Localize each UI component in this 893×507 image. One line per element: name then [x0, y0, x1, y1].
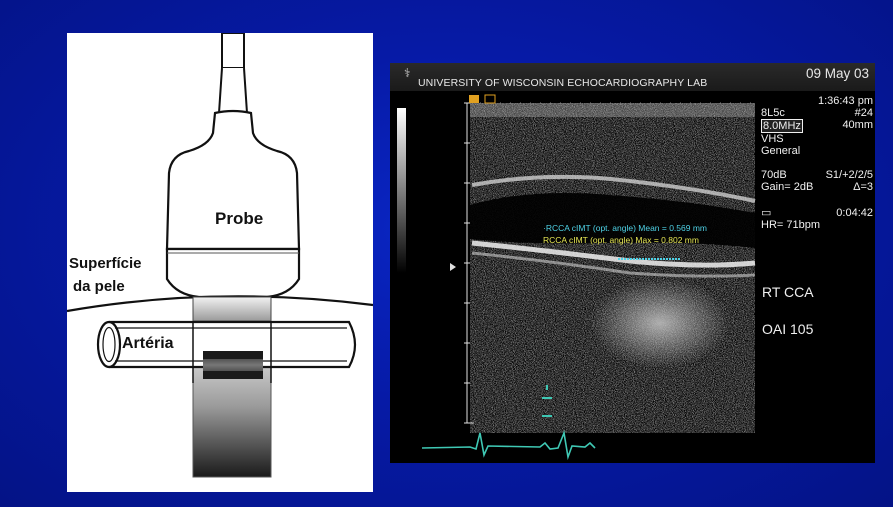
frequency: 8.0MHz — [761, 119, 803, 133]
view-label: RT CCA — [762, 284, 814, 300]
ultrasound-screen: ⚕ UNIVERSITY OF WISCONSIN ECHOCARDIOGRAP… — [390, 63, 875, 463]
skin-surface-label: Superfície — [69, 255, 142, 272]
skin-surface-label-line2: da pele — [73, 278, 125, 295]
delta-value: Δ=3 — [853, 181, 873, 193]
mode-vhs: VHS — [761, 133, 784, 145]
coupling-plate — [193, 297, 271, 321]
grayscale-bar — [397, 108, 406, 273]
ecg-trace — [422, 433, 595, 457]
dynamic-range: 70dB — [761, 169, 787, 181]
speckle-texture — [470, 103, 755, 433]
exam-date: 09 May 03 — [806, 66, 869, 81]
scan-parameters: 1:36:43 pm 8L5c #24 8.0MHz 40mm VHS Genera… — [761, 95, 873, 231]
lab-logo-icon: ⚕ — [404, 66, 411, 80]
depth: 40mm — [842, 119, 873, 133]
probe-cable — [222, 33, 244, 68]
artery-label: Artéria — [122, 335, 174, 353]
probe-diagram-panel: Probe Superfície da pele Artéria — [67, 33, 373, 492]
measurement-mean: ·RCCA cIMT (opt. angle) Mean = 0.569 mm — [543, 223, 707, 233]
mode-general: General — [761, 145, 800, 157]
menu-icon — [485, 95, 495, 103]
probe-label: Probe — [215, 209, 263, 229]
timer: 0:04:42 — [836, 207, 873, 219]
study-id: OAI 105 — [762, 321, 813, 337]
gain-label: Gain= — [761, 181, 791, 193]
orientation-icon — [469, 95, 479, 103]
ultrasound-header: ⚕ UNIVERSITY OF WISCONSIN ECHOCARDIOGRAP… — [390, 63, 875, 91]
focus-marker — [450, 263, 456, 271]
heart-rate: HR= 71bpm — [761, 219, 820, 231]
tape-icon: ▭ — [761, 207, 771, 219]
lab-name: UNIVERSITY OF WISCONSIN ECHOCARDIOGRAPHY… — [418, 77, 707, 89]
frame-number: #24 — [855, 107, 873, 119]
gain-value: 2dB — [794, 181, 814, 193]
measurement-max: RCCA cIMT (opt. angle) Max = 0.802 mm — [543, 235, 699, 245]
exam-time: 1:36:43 pm — [818, 95, 873, 107]
probe-tip — [167, 249, 299, 297]
transducer: 8L5c — [761, 107, 785, 119]
processing-settings: S1/+2/2/5 — [826, 169, 873, 181]
